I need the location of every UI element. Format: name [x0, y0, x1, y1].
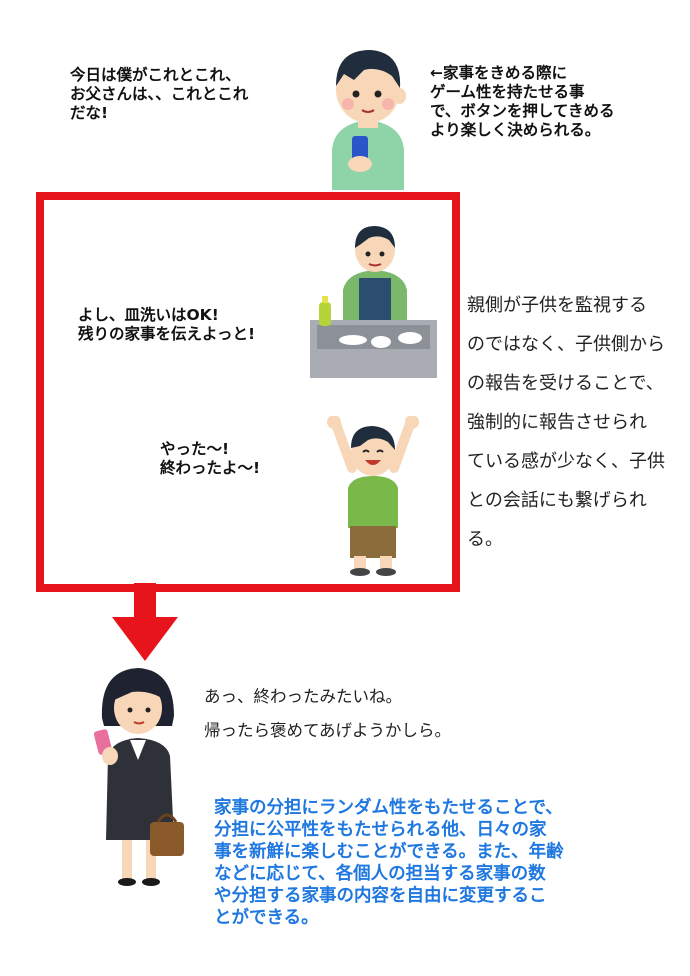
cheering-boy-illustration	[318, 416, 428, 578]
side-line: 親側が子供を監視する	[467, 295, 647, 316]
boy-with-phone-illustration	[318, 40, 418, 190]
done-speech: やった〜! 終わったよ〜!	[160, 440, 320, 478]
done-speech-line: 終わったよ〜!	[160, 459, 261, 477]
done-speech-line: やった〜!	[160, 440, 230, 458]
report-frame	[36, 192, 460, 592]
down-arrow-icon	[112, 583, 178, 661]
dish-speech-line: 残りの家事を伝えよっと!	[78, 325, 256, 343]
child-speech-line: お父さんは、、これとこれ	[70, 85, 249, 103]
summary-text: 家事の分担にランダム性をもたせることで、 分担に公平性をもたせられる他、日々の家…	[214, 797, 684, 929]
child-speech: 今日は僕がこれとこれ、 お父さんは、、これとこれ だな!	[70, 66, 290, 123]
summary-line: 分担に公平性をもたせられる他、日々の家	[214, 820, 547, 840]
mother-illustration	[90, 660, 190, 888]
summary-line: 家事の分担にランダム性をもたせることで、	[214, 798, 563, 818]
side-line: 強制的に報告させられ	[467, 412, 647, 433]
note-line: ゲーム性を持たせる事	[430, 83, 585, 101]
note-line: で、ボタンを押してきめる	[430, 102, 615, 120]
side-line: のではなく、子供側から	[467, 334, 665, 355]
mother-speech-line: あっ、終わったみたいね。	[204, 687, 402, 706]
dish-speech: よし、皿洗いはOK! 残りの家事を伝えよっと!	[78, 306, 308, 344]
mother-speech-line: 帰ったら褒めてあげようかしら。	[204, 721, 452, 740]
summary-line: 事を新鮮に楽しむことができる。また、年齢	[214, 842, 564, 862]
note-line: より楽しく決められる。	[430, 121, 601, 139]
dishwashing-illustration	[305, 220, 440, 380]
child-speech-line: 今日は僕がこれとこれ、	[70, 66, 241, 84]
mother-speech: あっ、終わったみたいね。 帰ったら褒めてあげようかしら。	[204, 680, 524, 748]
summary-line: とができる。	[214, 908, 319, 928]
side-explanation: 親側が子供を監視する のではなく、子供側から の報告を受けることで、 強制的に報…	[467, 286, 682, 559]
summary-line: や分担する家事の内容を自由に変更するこ	[214, 886, 547, 906]
side-line: ている感が少なく、子供	[467, 451, 665, 472]
note-line: ←家事をきめる際に	[430, 64, 567, 82]
side-line: の報告を受けることで、	[467, 373, 664, 394]
button-note: ←家事をきめる際に ゲーム性を持たせる事 で、ボタンを押してきめる より楽しく決…	[430, 64, 670, 140]
summary-line: などに応じて、各個人の担当する家事の数	[214, 864, 546, 884]
side-line: る。	[467, 529, 503, 550]
child-speech-line: だな!	[70, 104, 109, 122]
side-line: との会話にも繋げられ	[467, 490, 647, 511]
dish-speech-line: よし、皿洗いはOK!	[78, 306, 219, 324]
